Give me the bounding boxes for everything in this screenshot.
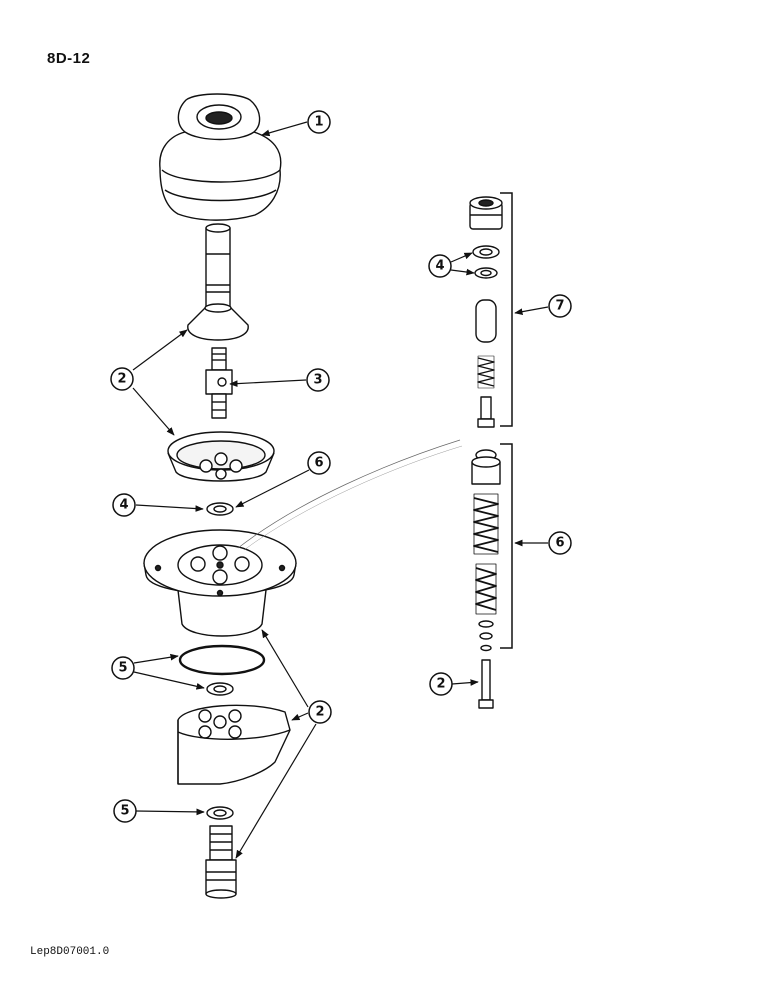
seal-ring-middle bbox=[206, 682, 234, 696]
callout-3: 3 bbox=[313, 373, 322, 388]
rubber-boot bbox=[159, 93, 282, 221]
leader-5a-1 bbox=[133, 653, 179, 664]
callout-4-left: 4 bbox=[119, 498, 128, 513]
leader-7 bbox=[514, 306, 549, 315]
leader-2a-1 bbox=[132, 329, 188, 371]
leader-2b-3 bbox=[235, 723, 317, 859]
callout-5-upper: 5 bbox=[118, 661, 127, 676]
port-block bbox=[177, 704, 291, 785]
universal-joint bbox=[205, 347, 233, 419]
callout-6-left: 6 bbox=[314, 456, 323, 471]
seal-ring-lower bbox=[206, 806, 234, 820]
callout-7: 7 bbox=[555, 299, 564, 314]
leader-1 bbox=[261, 121, 308, 137]
leader-6a bbox=[235, 469, 310, 508]
leader-2b-2 bbox=[291, 712, 309, 721]
leader-4a bbox=[135, 504, 204, 512]
bracket-6 bbox=[500, 443, 513, 649]
leader-4b-2 bbox=[450, 268, 475, 276]
leader-3 bbox=[229, 379, 307, 387]
seal-ring-upper bbox=[206, 502, 234, 516]
callout-5-lower: 5 bbox=[120, 804, 129, 819]
threaded-adapter bbox=[205, 825, 237, 899]
valve-assembly-6 bbox=[471, 449, 501, 709]
callout-1: 1 bbox=[314, 115, 323, 130]
flange-housing bbox=[143, 529, 297, 637]
callout-4-right: 4 bbox=[435, 259, 444, 274]
callout-6-right: 6 bbox=[555, 536, 564, 551]
leader-2b-1 bbox=[261, 629, 309, 708]
cam-plate bbox=[167, 431, 275, 482]
leader-5a-2 bbox=[133, 671, 205, 690]
o-ring bbox=[178, 644, 266, 676]
leader-5b bbox=[135, 808, 205, 816]
leader-4b-1 bbox=[450, 252, 473, 263]
callout-2-right: 2 bbox=[436, 677, 445, 692]
pressure-plate-cone bbox=[187, 303, 249, 341]
leader-2c bbox=[451, 679, 479, 686]
callout-2-upper: 2 bbox=[117, 372, 126, 387]
pilot-line bbox=[237, 439, 461, 549]
bracket-7 bbox=[500, 192, 513, 427]
callout-2-middle: 2 bbox=[315, 705, 324, 720]
page-reference: 8D-12 bbox=[47, 50, 91, 67]
document-code: Lep8D07001.0 bbox=[30, 946, 110, 958]
valve-assembly-7 bbox=[469, 196, 503, 428]
lever-shaft bbox=[205, 223, 231, 311]
leader-2a-2 bbox=[132, 387, 175, 436]
